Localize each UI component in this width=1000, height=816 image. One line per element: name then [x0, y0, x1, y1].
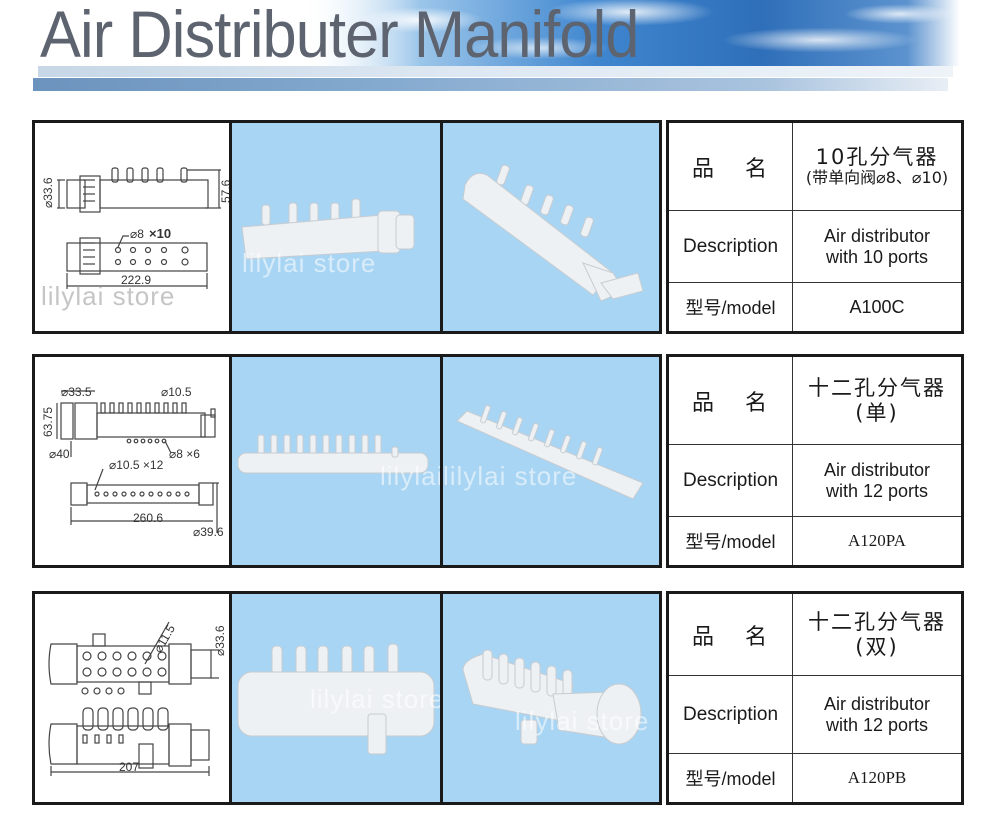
product-name-main: 10孔分气器	[815, 145, 939, 170]
product-row-a120pa: ⌀33.5 ⌀10.5 63.75 ⌀40 ⌀8 ×6 ⌀10.5 ×12 26…	[32, 354, 964, 568]
label-model: 型号/model	[669, 754, 793, 802]
description-line-2: with 12 ports	[825, 480, 929, 501]
dimension-diameter: ⌀33.6	[213, 625, 227, 656]
manifold-drawing-icon	[48, 621, 219, 776]
product-photo-angle: lilylai store	[440, 591, 662, 805]
dimension-height: 63.75	[41, 406, 55, 437]
manifold-photo-icon	[462, 164, 644, 302]
product-row-a120pb: ⌀11.5 ⌀33.6 207 lilylai store lilylai st…	[32, 591, 964, 805]
product-name-sub: (带单向阀⌀8、⌀10)	[805, 168, 949, 188]
label-description: Description	[669, 445, 793, 517]
description-line-2: with 12 ports	[825, 714, 929, 735]
dimension-port-count: ×10	[149, 226, 172, 241]
manifold-photo-icon	[456, 404, 644, 500]
page-title: Air Distributer Manifold	[40, 0, 639, 71]
header-bar-light	[38, 66, 953, 77]
product-photo-front: lilylai store	[229, 120, 443, 334]
dimension-diameter: ⌀33.5	[61, 385, 92, 399]
spec-table: 品 名 十二孔分气器 (双) Description Air distribut…	[666, 591, 964, 805]
product-row-a100c: ⌀33.6 57.6 ⌀8 ×10 222.9 lilylai store li…	[32, 120, 964, 334]
spec-table: 品 名 十二孔分气器 (单) Description Air distribut…	[666, 354, 964, 568]
watermark: lilylai store	[310, 684, 443, 714]
label-description: Description	[669, 211, 793, 283]
product-description: Air distributor with 10 ports	[793, 211, 961, 283]
label-product-name: 品 名	[669, 123, 793, 211]
manifold-drawing-icon	[57, 167, 221, 289]
description-line-1: Air distributor	[823, 693, 931, 714]
dimension-outlet: ⌀39.6	[193, 525, 224, 539]
dimension-ports: ⌀10.5 ×12	[109, 458, 164, 472]
product-photo-front: lilylai store	[229, 591, 443, 805]
product-description: Air distributor with 12 ports	[793, 676, 961, 754]
description-line-1: Air distributor	[823, 459, 931, 480]
product-name: 十二孔分气器 (单)	[793, 357, 961, 445]
header-banner: Air Distributer Manifold	[0, 0, 1000, 96]
product-name-main: 十二孔分气器	[808, 376, 946, 401]
label-product-name: 品 名	[669, 357, 793, 445]
dimension-length: 207	[119, 760, 140, 774]
technical-drawing: ⌀33.5 ⌀10.5 63.75 ⌀40 ⌀8 ×6 ⌀10.5 ×12 26…	[32, 354, 232, 568]
sky-fade	[300, 0, 420, 66]
product-model: A120PA	[848, 531, 906, 550]
description-line-2: with 10 ports	[825, 246, 929, 267]
label-description: Description	[669, 676, 793, 754]
product-name-main: 十二孔分气器	[808, 610, 946, 635]
label-product-name: 品 名	[669, 594, 793, 676]
dimension-small-ports: ⌀8 ×6	[169, 447, 200, 461]
product-photo-angle: lilylai store	[440, 354, 662, 568]
spec-table: 品 名 10孔分气器 (带单向阀⌀8、⌀10) Description Air …	[666, 120, 964, 334]
dimension-port-diameter: ⌀10.5	[161, 385, 192, 399]
product-model: A120PB	[847, 768, 907, 787]
manifold-photo-icon	[462, 649, 642, 745]
watermark: lilylai store	[443, 461, 578, 491]
manifold-photo-icon	[237, 434, 429, 474]
technical-drawing: ⌀11.5 ⌀33.6 207	[32, 591, 232, 805]
watermark: lilylai store	[41, 281, 176, 311]
dimension-length: 222.9	[121, 273, 152, 287]
product-model: A100C	[849, 296, 905, 317]
manifold-photo-icon	[237, 643, 435, 755]
product-name: 10孔分气器 (带单向阀⌀8、⌀10)	[793, 123, 961, 211]
product-name-sub: (单)	[855, 400, 899, 425]
header-bar	[33, 78, 948, 91]
product-photo-angle	[440, 120, 662, 334]
description-line-1: Air distributor	[823, 225, 931, 246]
label-model: 型号/model	[669, 517, 793, 565]
watermark: lilylai store	[515, 706, 650, 736]
dimension-diameter: ⌀33.6	[41, 177, 55, 208]
watermark: lilylai store	[242, 248, 377, 278]
manifold-photo-icon	[241, 198, 415, 260]
dimension-port: ⌀8	[130, 227, 144, 241]
dimension-end-diameter: ⌀40	[49, 447, 70, 461]
product-name-sub: (双)	[855, 634, 899, 659]
product-name: 十二孔分气器 (双)	[793, 594, 961, 676]
label-model: 型号/model	[669, 283, 793, 331]
product-photo-front: lilylai store	[229, 354, 443, 568]
product-description: Air distributor with 12 ports	[793, 445, 961, 517]
dimension-length: 260.6	[133, 511, 164, 525]
technical-drawing: ⌀33.6 57.6 ⌀8 ×10 222.9 lilylai store	[32, 120, 232, 334]
watermark: lilylai store	[380, 461, 443, 491]
manifold-drawing-icon	[56, 390, 219, 533]
